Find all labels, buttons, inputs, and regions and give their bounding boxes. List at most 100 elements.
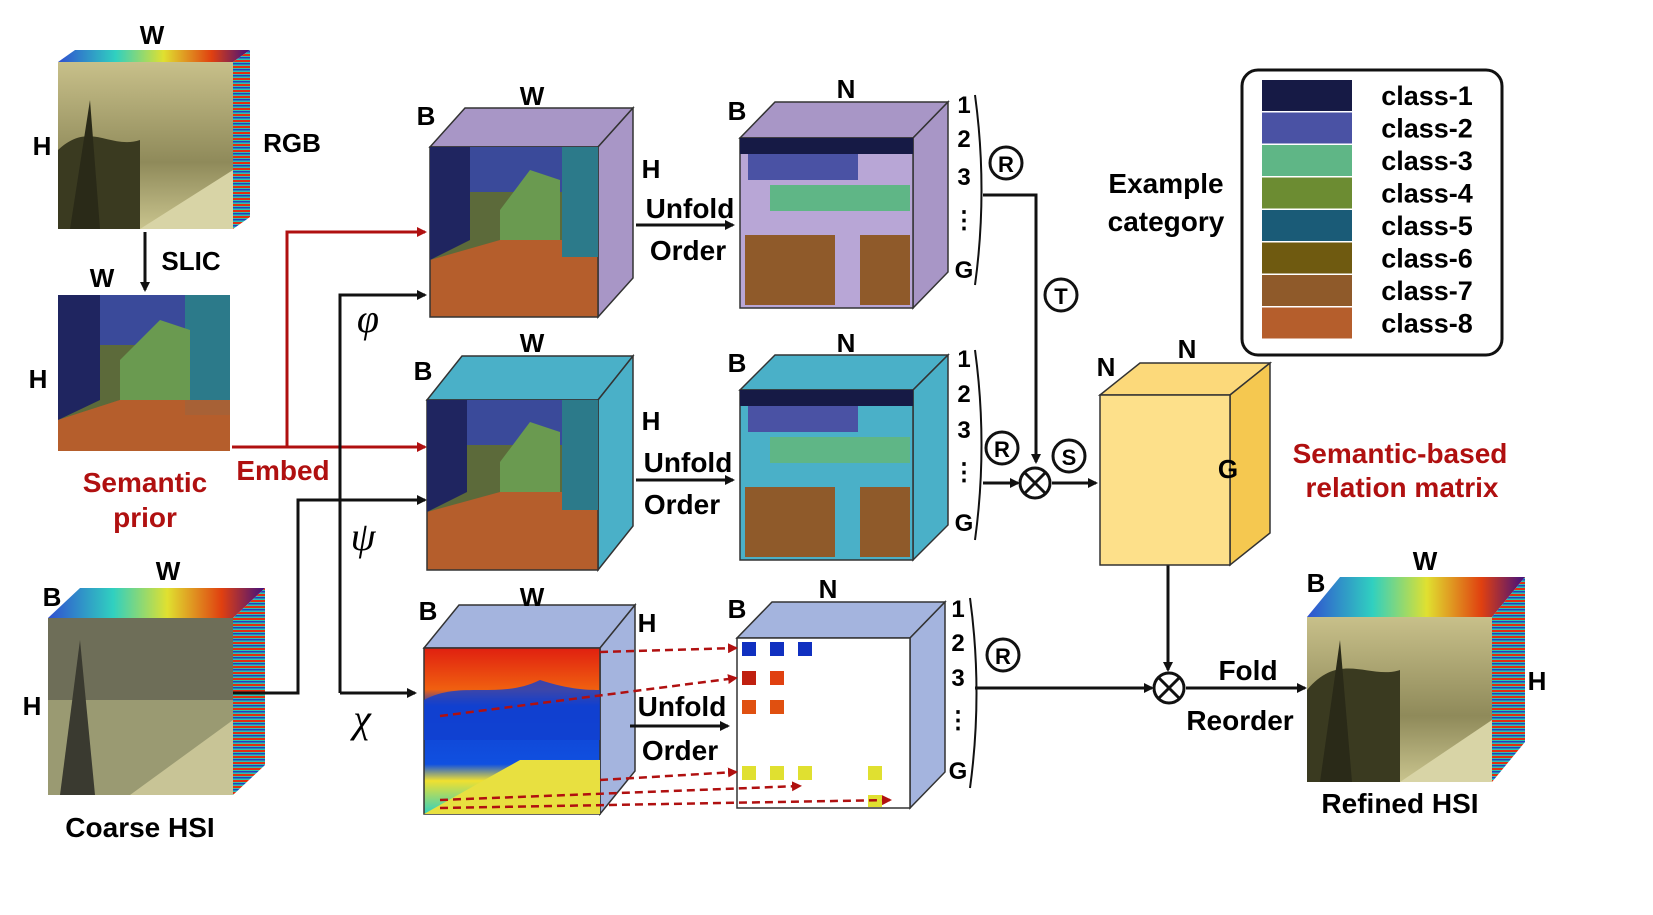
order-label-1: Order: [650, 235, 726, 266]
chi-unfolded-block: [735, 600, 947, 810]
legend-swatch-6: [1262, 242, 1352, 274]
embed-label: Embed: [236, 455, 329, 486]
example-category-line1: Example: [1108, 168, 1223, 199]
relation-g-label: G: [1218, 454, 1238, 484]
psi-band-label: B: [414, 356, 433, 386]
svg-text:R: R: [994, 437, 1010, 462]
rgb-width-label: W: [140, 20, 165, 50]
refined-height-label: H: [1528, 666, 1547, 696]
psi-symbol: ψ: [351, 514, 377, 559]
chi-unfold-n-label: N: [819, 574, 838, 604]
branch-arrows: [233, 290, 427, 698]
svg-text:T: T: [1054, 284, 1068, 309]
rearrange-op-icon-2: R: [984, 430, 1020, 466]
svg-text:2: 2: [951, 630, 964, 657]
svg-text:⋮: ⋮: [952, 459, 976, 486]
relation-matrix-label-line2: relation matrix: [1306, 472, 1499, 503]
relation-flow-arrows: [975, 193, 1307, 693]
legend-label-2: class-2: [1381, 114, 1473, 144]
chi-width-label: W: [520, 582, 545, 612]
psi-index-list: 1 2 3 ⋮ G: [952, 346, 983, 541]
svg-text:2: 2: [957, 381, 970, 408]
legend-swatch-2: [1262, 112, 1352, 144]
rearrange-op-icon-1: R: [988, 145, 1024, 181]
semantic-prior-label-line1: Semantic: [83, 467, 208, 498]
multiply-op-icon-1: [1018, 466, 1052, 500]
phi-unfold-n-label: N: [837, 74, 856, 104]
phi-width-label: W: [520, 81, 545, 111]
chi-feature-cube: [422, 602, 637, 817]
chi-symbol: χ: [349, 696, 372, 741]
svg-text:R: R: [995, 644, 1011, 669]
rgb-image-cube: [58, 50, 250, 229]
legend-label-5: class-5: [1381, 211, 1473, 241]
example-category-line2: category: [1108, 206, 1225, 237]
rgb-height-label: H: [33, 131, 52, 161]
relation-n-label-1: N: [1097, 352, 1116, 382]
legend-label-3: class-3: [1381, 146, 1473, 176]
svg-text:G: G: [955, 257, 974, 284]
phi-unfold-band-label: B: [728, 96, 747, 126]
refined-band-label: B: [1307, 568, 1326, 598]
legend-label-1: class-1: [1381, 81, 1473, 111]
psi-unfold-n-label: N: [837, 328, 856, 358]
phi-index-list: 1 2 3 ⋮ G: [952, 92, 983, 286]
chi-index-list: 1 2 3 ⋮ G: [946, 596, 978, 789]
prior-height-label: H: [29, 364, 48, 394]
unfold-label-3: Unfold: [638, 691, 727, 722]
svg-text:2: 2: [957, 126, 970, 153]
svg-text:1: 1: [957, 92, 970, 119]
phi-height-label: H: [642, 154, 661, 184]
unfold-arrows: [630, 220, 735, 731]
unfold-label-1: Unfold: [646, 193, 735, 224]
correspondence-arrows: [439, 643, 892, 810]
svg-text:R: R: [998, 152, 1014, 177]
legend-swatch-8: [1262, 307, 1352, 339]
relation-matrix-label-line1: Semantic-based: [1293, 438, 1508, 469]
relation-n-label-2: N: [1178, 334, 1197, 364]
legend-swatch-7: [1262, 275, 1352, 306]
svg-text:⋮: ⋮: [952, 207, 976, 234]
prior-width-label: W: [90, 263, 115, 293]
order-label-2: Order: [644, 489, 720, 520]
fold-label: Fold: [1218, 655, 1277, 686]
psi-feature-cube: [425, 353, 635, 573]
transpose-op-icon: T: [1043, 277, 1079, 313]
legend-swatch-1: [1262, 80, 1352, 111]
legend-label-8: class-8: [1381, 309, 1473, 339]
order-label-3: Order: [642, 735, 718, 766]
phi-band-label: B: [417, 101, 436, 131]
psi-width-label: W: [520, 328, 545, 358]
reorder-label: Reorder: [1186, 705, 1293, 736]
coarse-height-label: H: [23, 691, 42, 721]
psi-height-label: H: [642, 406, 661, 436]
softmax-op-icon: S: [1051, 438, 1087, 474]
refined-hsi-label: Refined HSI: [1321, 788, 1478, 819]
phi-symbol: φ: [357, 296, 379, 341]
semantic-prior-image: [58, 295, 230, 451]
phi-unfolded-block: [738, 100, 950, 310]
rearrange-op-icon-3: R: [985, 637, 1021, 673]
svg-text:3: 3: [957, 164, 970, 191]
psi-unfold-band-label: B: [728, 348, 747, 378]
legend-label-7: class-7: [1381, 276, 1473, 306]
refined-width-label: W: [1413, 546, 1438, 576]
legend-swatch-3: [1262, 145, 1352, 176]
refined-hsi-cube: [1307, 577, 1525, 782]
psi-unfolded-block: [738, 353, 950, 562]
coarse-hsi-label: Coarse HSI: [65, 812, 214, 843]
multiply-op-icon-2: [1152, 671, 1186, 705]
svg-text:1: 1: [951, 596, 964, 623]
legend-swatch-5: [1262, 210, 1352, 241]
coarse-width-label: W: [156, 556, 181, 586]
chi-unfold-band-label: B: [728, 594, 747, 624]
coarse-hsi-cube: [48, 588, 265, 795]
svg-text:3: 3: [957, 417, 970, 444]
chi-height-label: H: [638, 608, 657, 638]
coarse-band-label: B: [43, 582, 62, 612]
svg-text:S: S: [1062, 445, 1077, 470]
slic-label: SLIC: [161, 246, 220, 276]
svg-text:⋮: ⋮: [946, 707, 970, 734]
legend-label-6: class-6: [1381, 244, 1473, 274]
